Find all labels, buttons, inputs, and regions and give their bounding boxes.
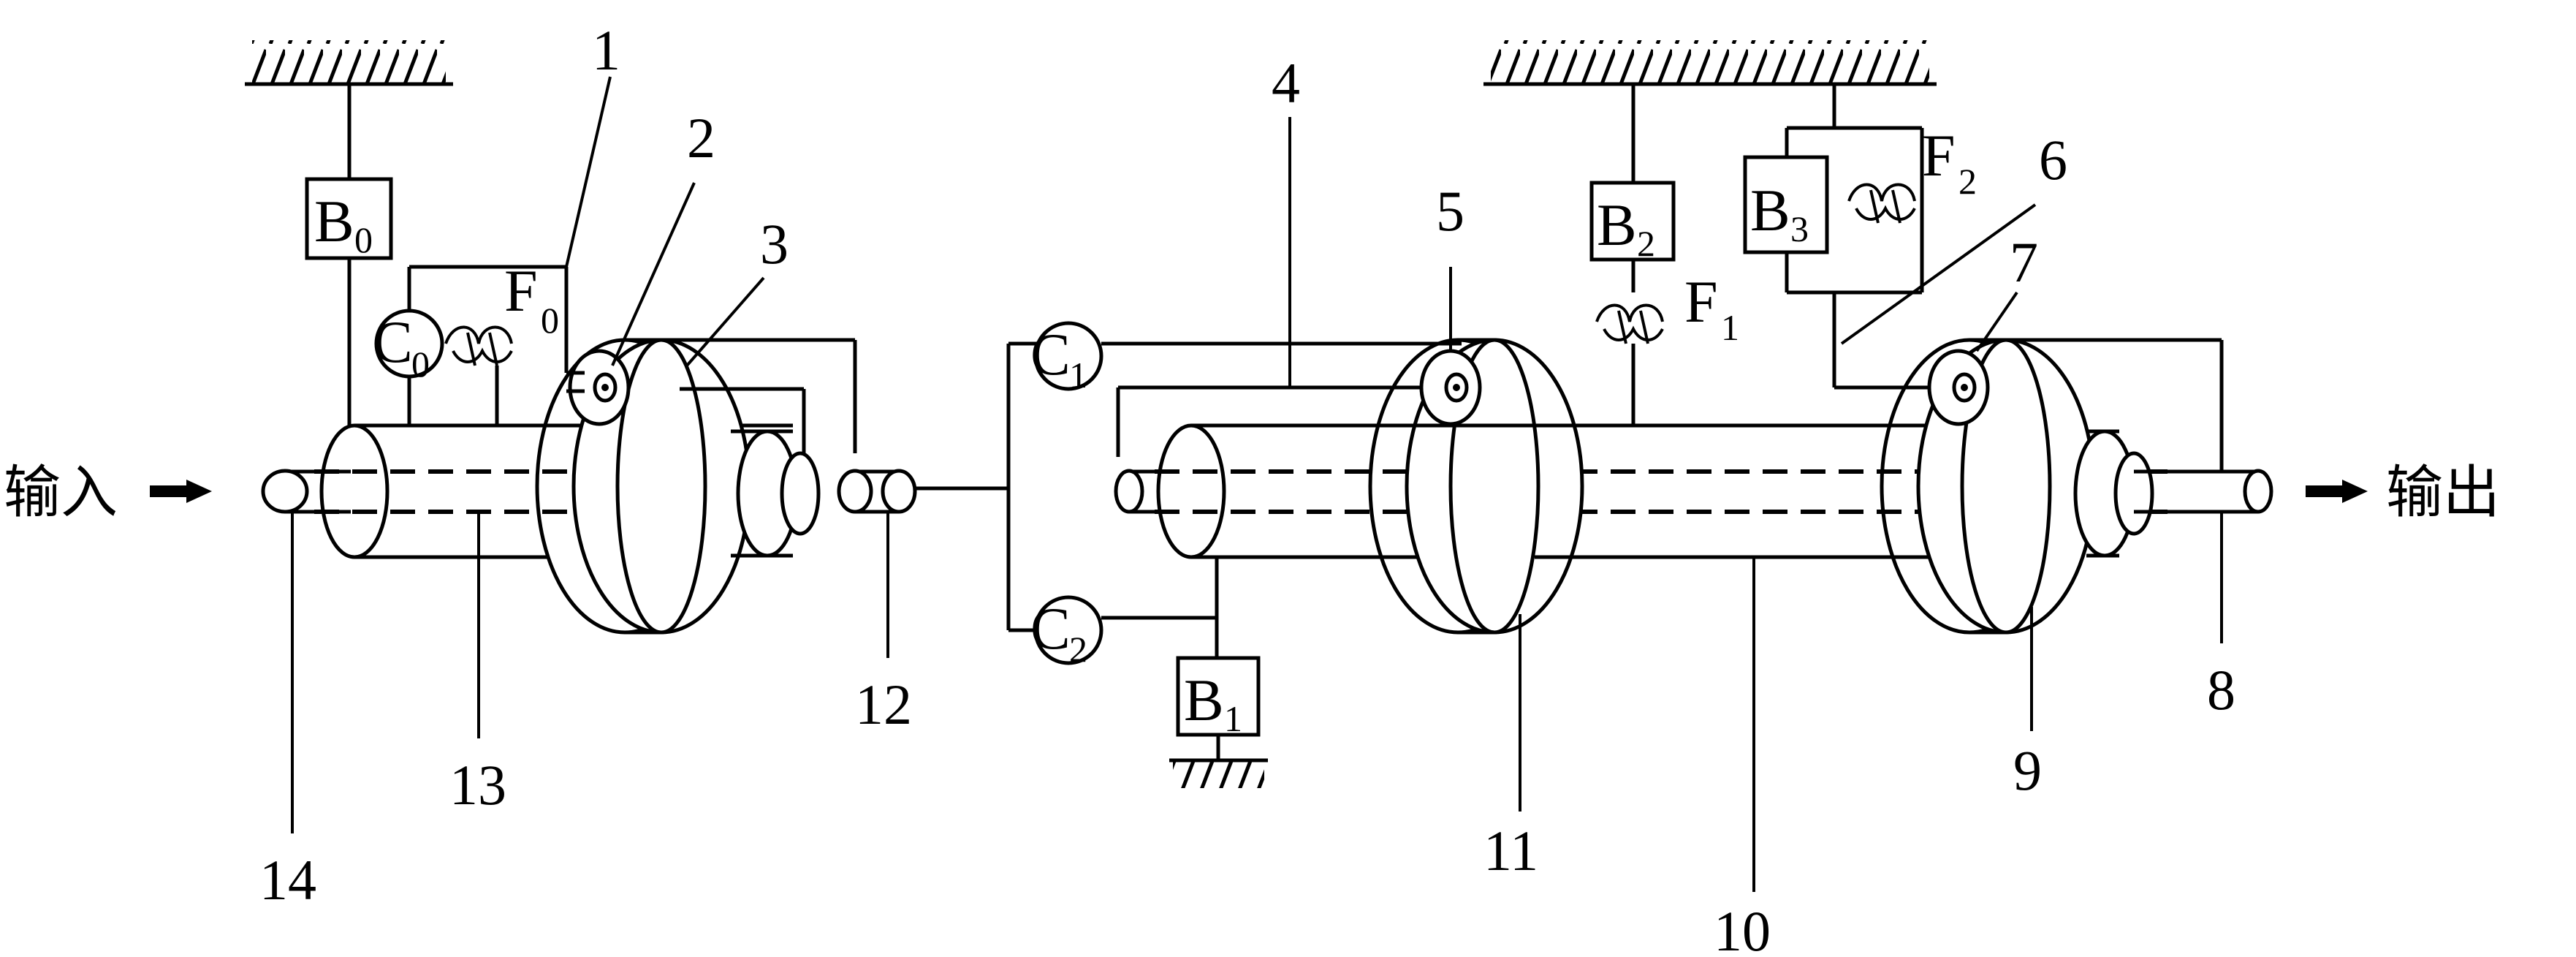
output-label: 输出 (2386, 460, 2500, 526)
part-label-10: 10 (1714, 557, 1771, 957)
rear-shaft-end (2073, 429, 2154, 558)
front-carrier-links (407, 265, 857, 453)
svg-text:13: 13 (449, 753, 506, 817)
svg-text:6: 6 (2039, 128, 2067, 192)
oneway-clutch-f1: F 1 (1595, 268, 1739, 425)
part-label-7: 7 (1975, 230, 2038, 352)
svg-text:B: B (1750, 177, 1790, 243)
svg-text:2: 2 (1958, 161, 1977, 202)
part-label-11: 11 (1483, 614, 1538, 882)
part-label-1: 1 (565, 18, 620, 268)
svg-text:2: 2 (1069, 629, 1087, 670)
clutch-c0: C 0 (373, 309, 444, 425)
svg-text:11: 11 (1483, 819, 1538, 882)
part-label-14: 14 (259, 512, 316, 912)
svg-text:C: C (1030, 321, 1071, 387)
brake-b0: B 0 (305, 84, 393, 425)
svg-text:C: C (373, 309, 413, 375)
front-shaft-end (731, 429, 821, 558)
intermediate-shaft-12 (837, 341, 1038, 632)
rear-planet-gear (1927, 338, 2224, 472)
svg-text:1: 1 (1224, 698, 1242, 739)
svg-text:3: 3 (760, 212, 789, 276)
part-label-5: 5 (1436, 179, 1464, 351)
ground-housing-left (245, 40, 453, 86)
svg-text:F: F (1922, 122, 1956, 189)
svg-text:C: C (1030, 595, 1071, 662)
part-label-6: 6 (1840, 128, 2067, 345)
brake-b1: B 1 (1176, 557, 1261, 760)
svg-text:0: 0 (354, 219, 373, 260)
part-label-9: 9 (2013, 607, 2042, 802)
svg-text:1: 1 (592, 18, 620, 82)
svg-text:10: 10 (1714, 899, 1771, 957)
middle-planet-gear (1116, 349, 1482, 457)
part-label-4: 4 (1272, 51, 1300, 387)
svg-text:1: 1 (1721, 307, 1739, 348)
svg-text:2: 2 (687, 106, 715, 170)
svg-text:14: 14 (259, 848, 316, 912)
svg-text:B: B (1184, 667, 1224, 733)
svg-text:B: B (1597, 192, 1637, 258)
part-label-8: 8 (2207, 512, 2235, 722)
svg-text:5: 5 (1436, 179, 1464, 243)
svg-text:9: 9 (2013, 738, 2042, 802)
part-label-13: 13 (449, 512, 506, 817)
svg-text:B: B (314, 188, 354, 254)
svg-text:3: 3 (1790, 208, 1809, 249)
input-arrow (150, 480, 212, 503)
part-label-2: 2 (611, 106, 715, 366)
part-label-12: 12 (855, 512, 912, 736)
svg-text:0: 0 (541, 300, 559, 341)
svg-text:F: F (1684, 268, 1718, 335)
ground-housing-bottom (1169, 758, 1268, 788)
clutch-c1: C 1 (1030, 321, 1462, 396)
svg-text:7: 7 (2010, 230, 2038, 294)
input-label: 输入 (4, 460, 118, 526)
output-shaft (2134, 469, 2273, 514)
svg-text:0: 0 (411, 344, 430, 385)
oneway-clutch-f0: F 0 (444, 257, 559, 425)
svg-text:8: 8 (2207, 658, 2235, 722)
clutch-c2: C 2 (1030, 595, 1217, 670)
input-shaft (261, 469, 351, 514)
output-arrow (2306, 480, 2368, 503)
svg-text:1: 1 (1069, 355, 1087, 396)
brake-b3-oneway-f2: B 3 F 2 (1743, 84, 1977, 390)
part-label-3: 3 (685, 212, 789, 367)
svg-text:12: 12 (855, 673, 912, 736)
front-planet-gear (568, 349, 631, 426)
brake-b2: B 2 (1589, 84, 1676, 292)
svg-text:2: 2 (1637, 223, 1655, 264)
svg-text:4: 4 (1272, 51, 1300, 115)
ground-housing-right (1483, 40, 1937, 86)
